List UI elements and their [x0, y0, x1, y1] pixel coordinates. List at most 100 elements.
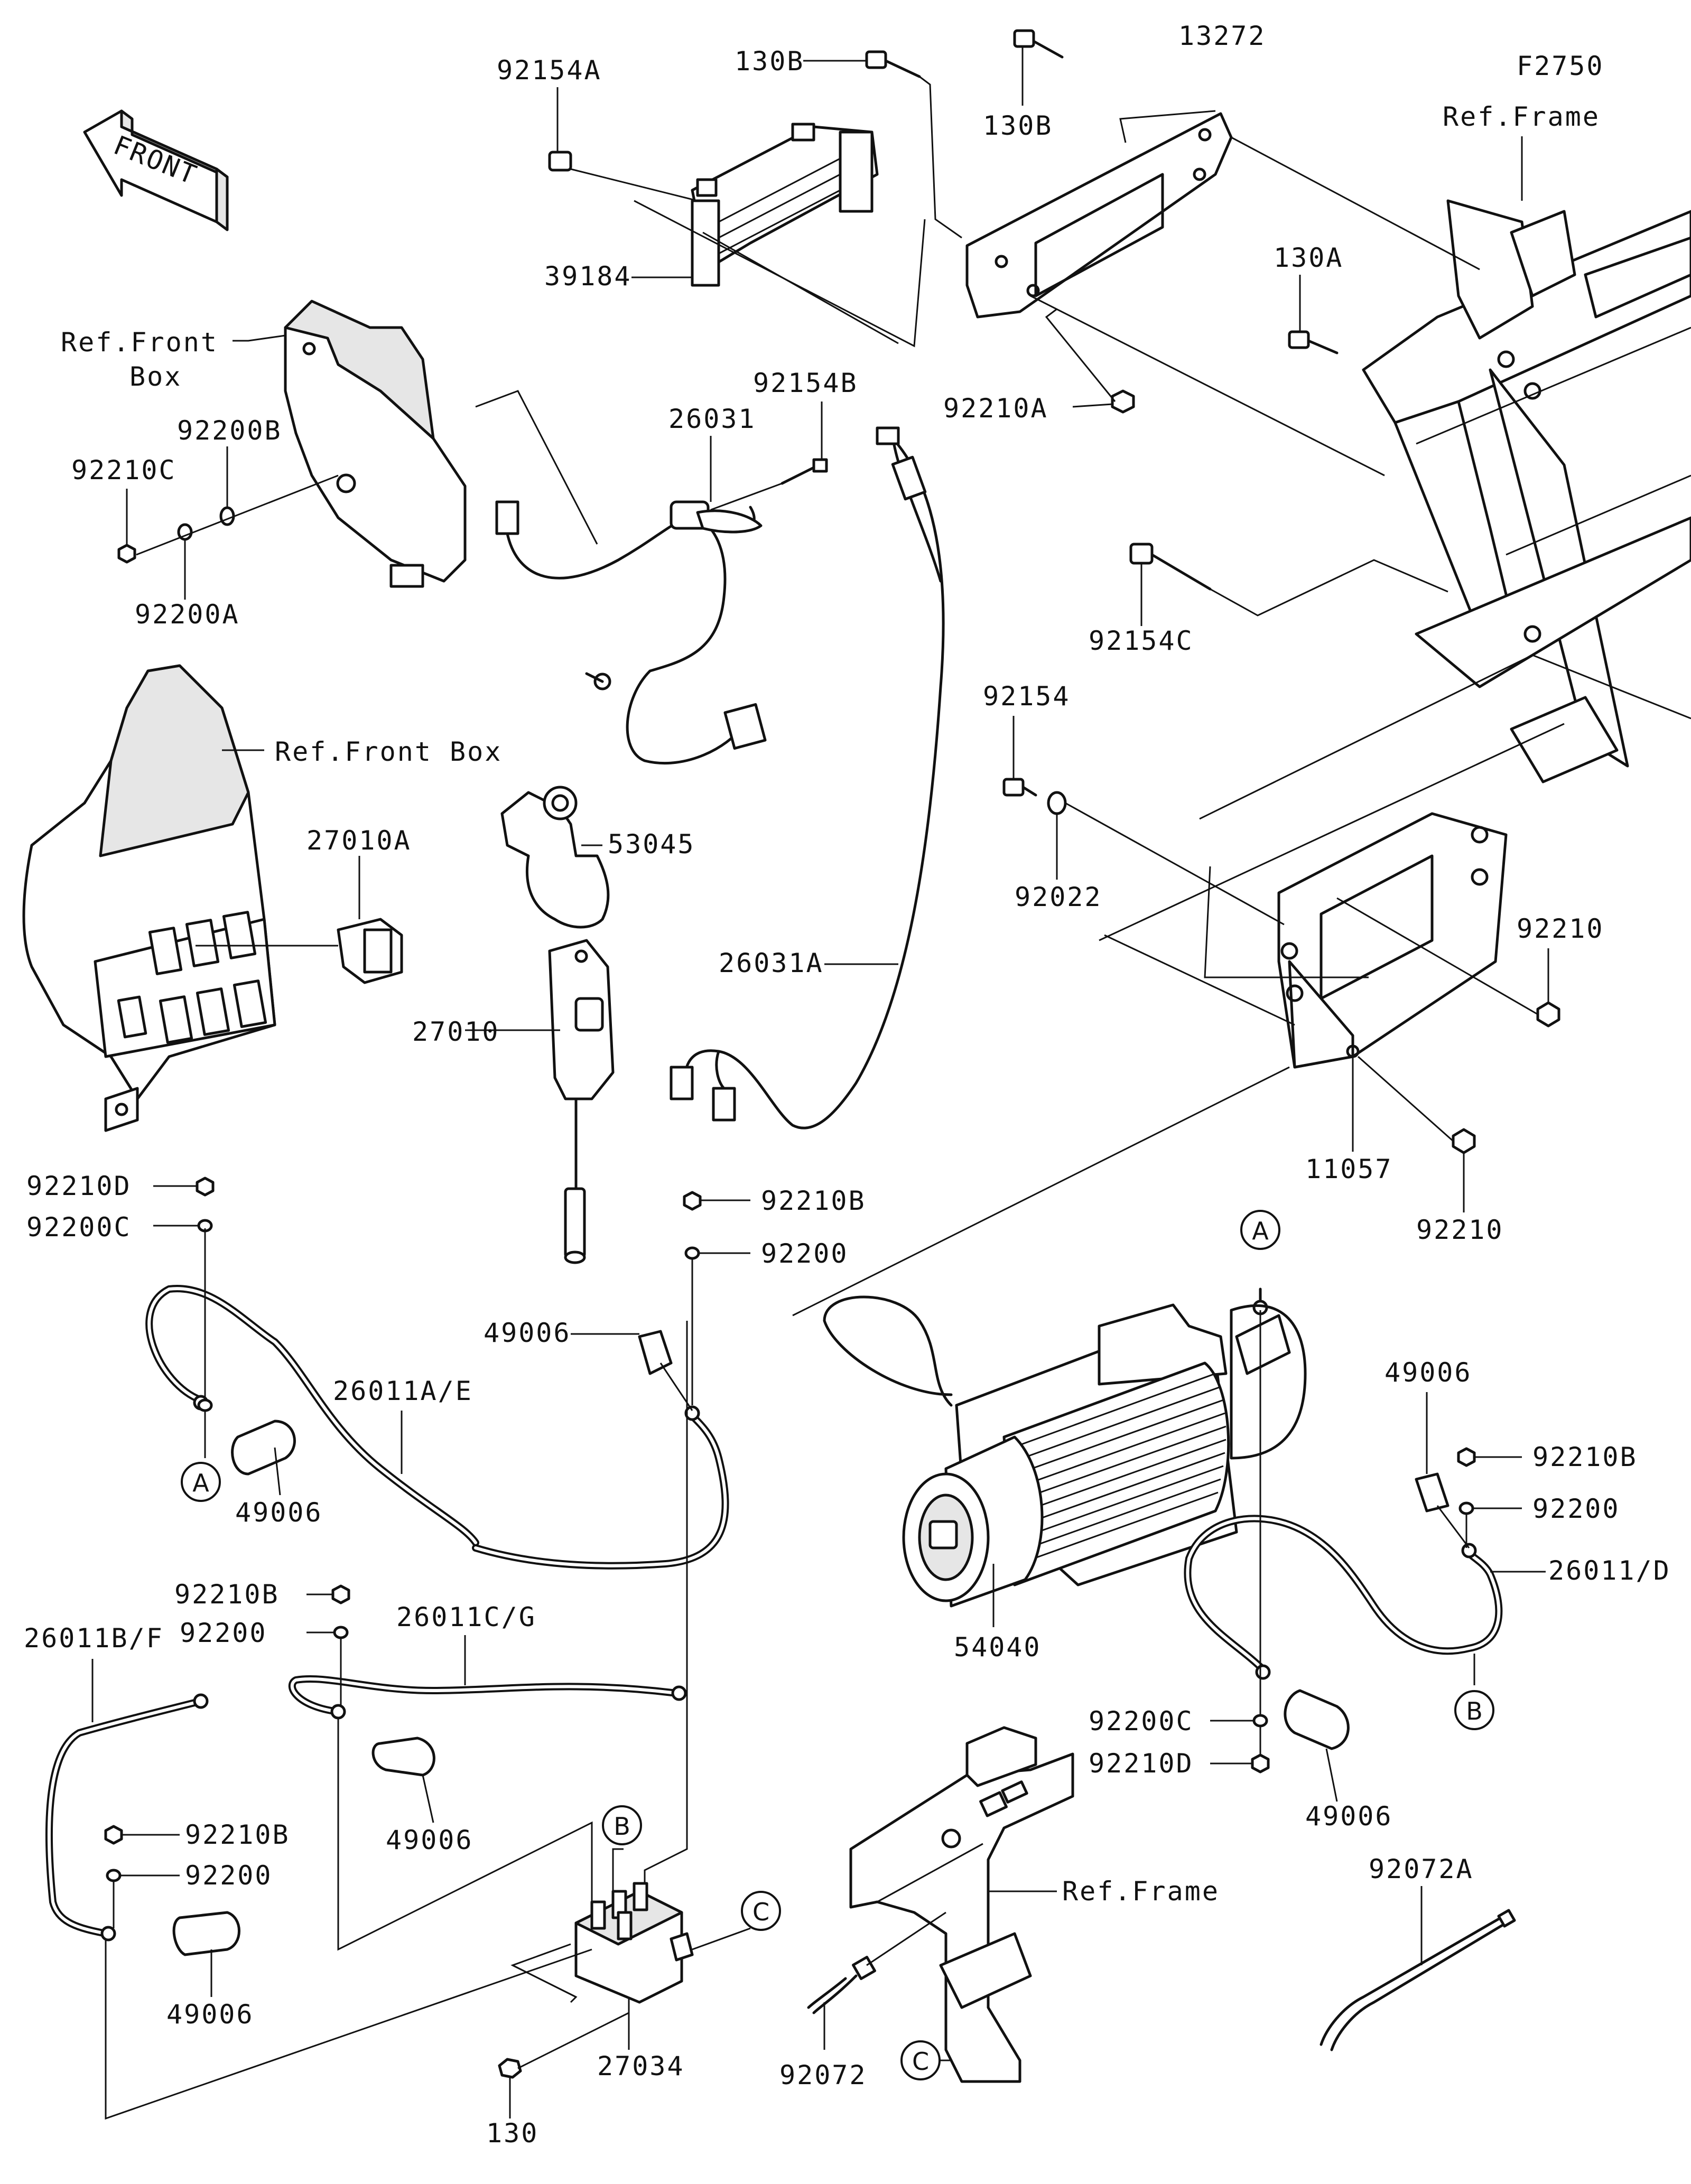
label-92210A: 92210A: [943, 393, 1048, 424]
label-92022: 92022: [1015, 882, 1102, 912]
bolt-130B-b: [1013, 29, 1064, 59]
label-13272: 13272: [1178, 21, 1266, 51]
label-92200-c: 92200: [180, 1618, 267, 1648]
label-39184: 39184: [544, 261, 632, 292]
screw-92154B: [710, 458, 828, 511]
label-92200B: 92200B: [177, 415, 282, 446]
label-27010: 27010: [412, 1016, 500, 1047]
label-49006-c: 49006: [1385, 1357, 1472, 1388]
label-ref-front-box-1-line2: Box: [129, 361, 182, 392]
label-49006-e: 49006: [1305, 1801, 1393, 1832]
label-92210-b: 92210: [1416, 1215, 1504, 1245]
svg-text:B: B: [1466, 1697, 1483, 1725]
washer-92200A: [177, 523, 193, 541]
leader-solenoid-cable-a: [644, 1321, 688, 1883]
label-130A: 130A: [1274, 242, 1343, 273]
leader-plate-frame-top: [1231, 136, 1480, 270]
label-92200-a: 92200: [761, 1238, 849, 1269]
cable-26011A-E: [145, 1285, 729, 1570]
label-49006-a: 49006: [484, 1318, 571, 1348]
winch-54040: [823, 1287, 1307, 1627]
vehicle-frame-lower-bracket: [849, 1726, 1074, 2083]
label-26011A-E: 26011A/E: [333, 1376, 473, 1406]
label-11057: 11057: [1305, 1154, 1393, 1184]
leader-solenoid-terminal: [612, 1848, 624, 1891]
svg-text:B: B: [614, 1812, 630, 1841]
label-26031A: 26031A: [719, 948, 824, 978]
callout-A-cable: A: [181, 1462, 221, 1502]
leader-solenoid-C: [692, 1927, 751, 1950]
leader-13272: [1119, 110, 1216, 143]
bolt-130: [498, 2012, 629, 2118]
label-26011B-F: 26011B/F: [24, 1623, 164, 1654]
front-direction-arrow: FRONT: [83, 109, 229, 231]
leader-plate-frame-bottom: [1030, 295, 1385, 477]
callout-A-winch: A: [1240, 1210, 1280, 1250]
nut-92210-b: [1358, 1056, 1476, 1154]
label-ref-front-box-1-line1: Ref.Front: [61, 327, 218, 358]
hardware-stack-right: [1457, 1447, 1522, 1515]
solenoid-contactor-27034: [574, 1882, 751, 2050]
label-26011-D: 26011/D: [1548, 1555, 1671, 1586]
cable-tie-92072A: [1320, 1886, 1516, 2051]
hardware-stack-lower-left: [104, 1825, 180, 1928]
label-130: 130: [486, 2118, 538, 2149]
screw-92154: [1002, 778, 1037, 797]
hardware-stack-winch: [1210, 1714, 1270, 1774]
vehicle-frame-upper: [1362, 199, 1691, 783]
cable-26011B-F: [45, 1693, 209, 1942]
label-130B-a: 130B: [735, 46, 804, 77]
label-92072: 92072: [779, 2060, 867, 2090]
leader-plate-to-winch: [792, 1066, 1290, 1317]
label-92154A: 92154A: [497, 55, 602, 86]
winch-drum: [1002, 1361, 1230, 1586]
winch-mount-plate-11057: [1277, 812, 1508, 1069]
leader-plate-lower-c: [1104, 934, 1295, 1026]
label-92154B: 92154B: [753, 368, 858, 398]
label-92200-d: 92200: [185, 1860, 273, 1891]
label-27034: 27034: [597, 2051, 685, 2082]
leader-plate-lower-a: [1199, 654, 1691, 820]
label-92210D-b: 92210D: [1089, 1748, 1194, 1779]
label-92200A: 92200A: [135, 599, 240, 630]
figure-code: F2750: [1517, 51, 1604, 81]
nut-92210A: [1045, 308, 1135, 414]
label-92200-b: 92200: [1532, 1494, 1620, 1524]
washer-92200B: [219, 506, 235, 526]
front-box-bracket: [284, 300, 467, 588]
leader-solenoid-box-b: [510, 1943, 577, 1998]
label-27010A: 27010A: [306, 825, 412, 856]
label-26031: 26031: [668, 404, 756, 434]
callout-B-solenoid: B: [602, 1805, 642, 1845]
label-92154C: 92154C: [1089, 626, 1194, 656]
hardware-stack-mid-left: [306, 1584, 350, 1706]
label-92210B-a: 92210B: [761, 1186, 866, 1216]
leader-92210A: [1072, 403, 1113, 408]
winch-mount-plate-13272: [965, 112, 1233, 319]
leader-ref-front-box-1: [233, 334, 286, 342]
label-ref-front-box-2: Ref.Front Box: [275, 736, 502, 767]
hardware-stack-left: [153, 1177, 215, 1458]
nut-92210C: [117, 544, 136, 564]
leader-front-box-fasteners: [136, 474, 339, 556]
terminal-boot-49006-f: [172, 1911, 240, 1997]
terminal-boot-49006-e: [1284, 1689, 1350, 1802]
handheld-remote-27010: [465, 939, 615, 1264]
hook-53045: [500, 786, 610, 929]
leader-solenoid-cable-b: [337, 1717, 593, 1951]
label-92200C-a: 92200C: [26, 1212, 132, 1243]
label-49006-d: 49006: [386, 1825, 473, 1855]
cable-26011-D: [1184, 1515, 1503, 1680]
label-92210B-c: 92210B: [174, 1579, 280, 1610]
label-ref-frame-top: Ref.Frame: [1443, 101, 1600, 132]
label-130B-b: 130B: [983, 110, 1053, 141]
terminal-boot-49006-d: [371, 1737, 435, 1823]
front-box-panel: [22, 664, 276, 1132]
label-92210B-d: 92210B: [185, 1819, 290, 1850]
label-92210B-b: 92210B: [1532, 1442, 1638, 1472]
label-54040: 54040: [954, 1632, 1042, 1663]
leader-front-box-harness: [475, 390, 598, 545]
label-26011C-G: 26011C/G: [396, 1602, 536, 1632]
leader-cable-tie-frame: [866, 1911, 946, 1966]
callout-C-solenoid: C: [741, 1891, 781, 1931]
